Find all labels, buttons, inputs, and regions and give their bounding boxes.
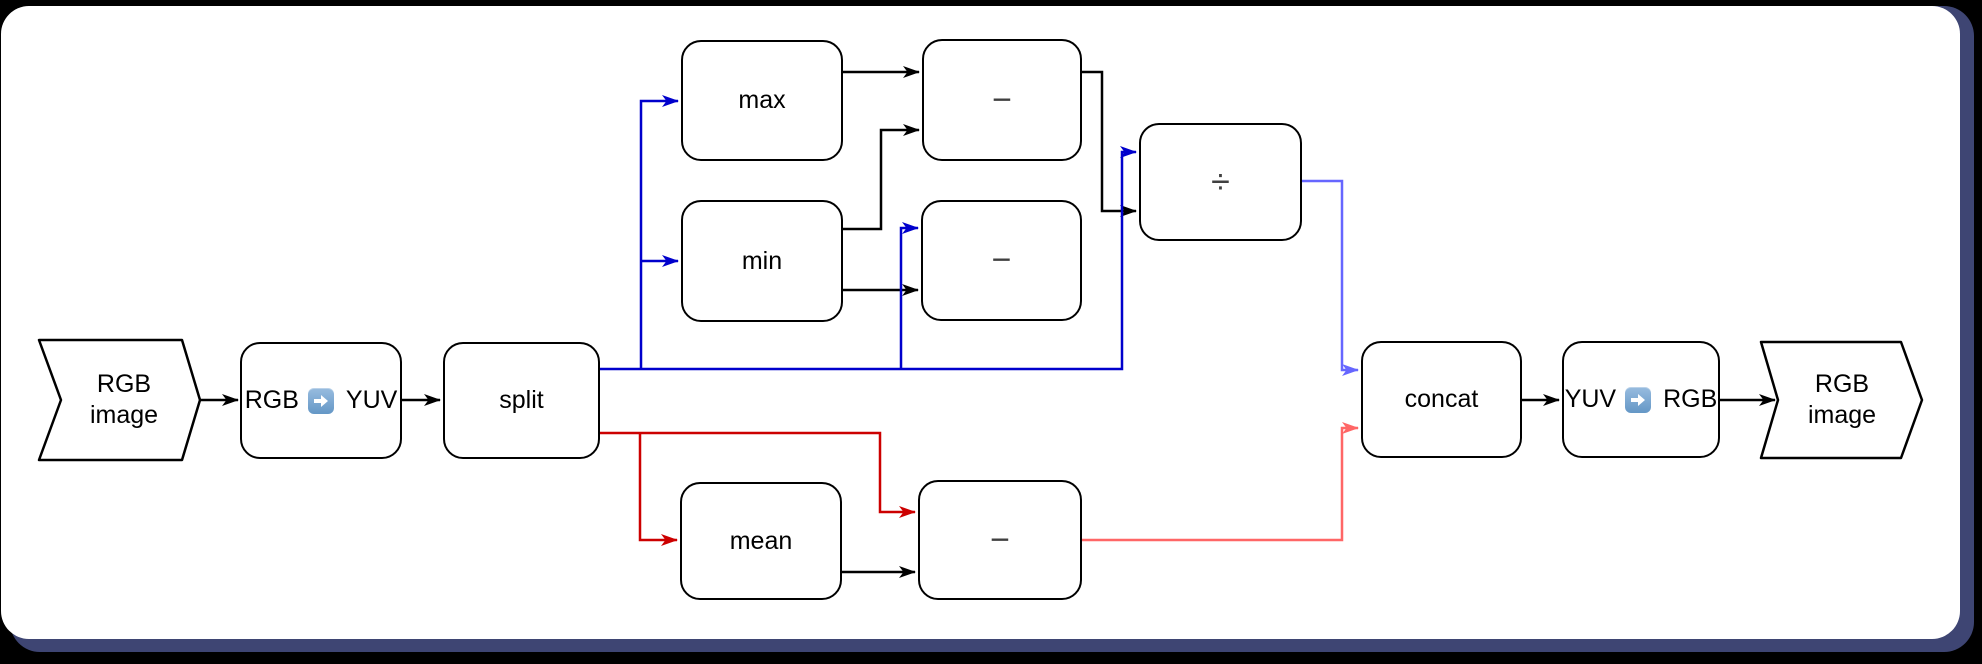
node-output-image: RGB image (1780, 344, 1904, 456)
edge-split-to-subtract-bottom (600, 431, 916, 518)
yuv2rgb-label-left: YUV (1564, 385, 1617, 413)
subtract-bottom-label: − (990, 520, 1010, 559)
divide-label: ÷ (1211, 162, 1230, 201)
edge-subtract-top-to-divide (1082, 70, 1137, 217)
edge-min-to-subtract-top (843, 124, 920, 231)
node-input-image-shape (37, 338, 202, 462)
min-label: min (741, 246, 783, 275)
max-label: max (738, 86, 786, 114)
node-mean: mean (680, 482, 842, 600)
split-label: split (499, 386, 544, 414)
node-divide: ÷ (1139, 123, 1302, 241)
output-image-label: RGB image (1807, 369, 1877, 429)
node-yuv-to-rgb: YUV RGB (1562, 341, 1720, 458)
node-subtract-bottom: − (918, 480, 1082, 600)
subtract-mid-label: − (991, 241, 1012, 279)
edge-split-to-mean (638, 433, 678, 546)
right-arrow-emoji-icon (1625, 386, 1652, 413)
mean-label: mean (729, 526, 793, 555)
edge-split-to-max (639, 95, 679, 369)
rgb2yuv-label-left: RGB (244, 386, 299, 414)
edge-subtract-bottom-to-concat (1082, 422, 1359, 542)
node-output-image-shape (1759, 340, 1924, 460)
edge-split-to-divide (600, 146, 1137, 371)
node-rgb-to-yuv: RGB YUV (240, 342, 402, 459)
edge-split-to-subtract-mid (899, 222, 919, 369)
node-max: max (681, 40, 843, 161)
node-split: split (443, 342, 600, 459)
concat-label: concat (1404, 385, 1479, 413)
node-concat: concat (1361, 341, 1522, 458)
input-image-label: RGB image (89, 369, 159, 429)
node-min: min (681, 200, 843, 322)
edge-divide-to-concat (1302, 179, 1359, 376)
right-arrow-emoji-icon (307, 387, 334, 414)
rgb2yuv-label-right: YUV (345, 386, 398, 414)
node-input-image: RGB image (63, 342, 185, 458)
subtract-top-label: − (992, 80, 1012, 119)
yuv2rgb-label-right: RGB (1663, 385, 1718, 413)
node-subtract-mid: − (921, 200, 1082, 321)
node-subtract-top: − (922, 39, 1082, 161)
